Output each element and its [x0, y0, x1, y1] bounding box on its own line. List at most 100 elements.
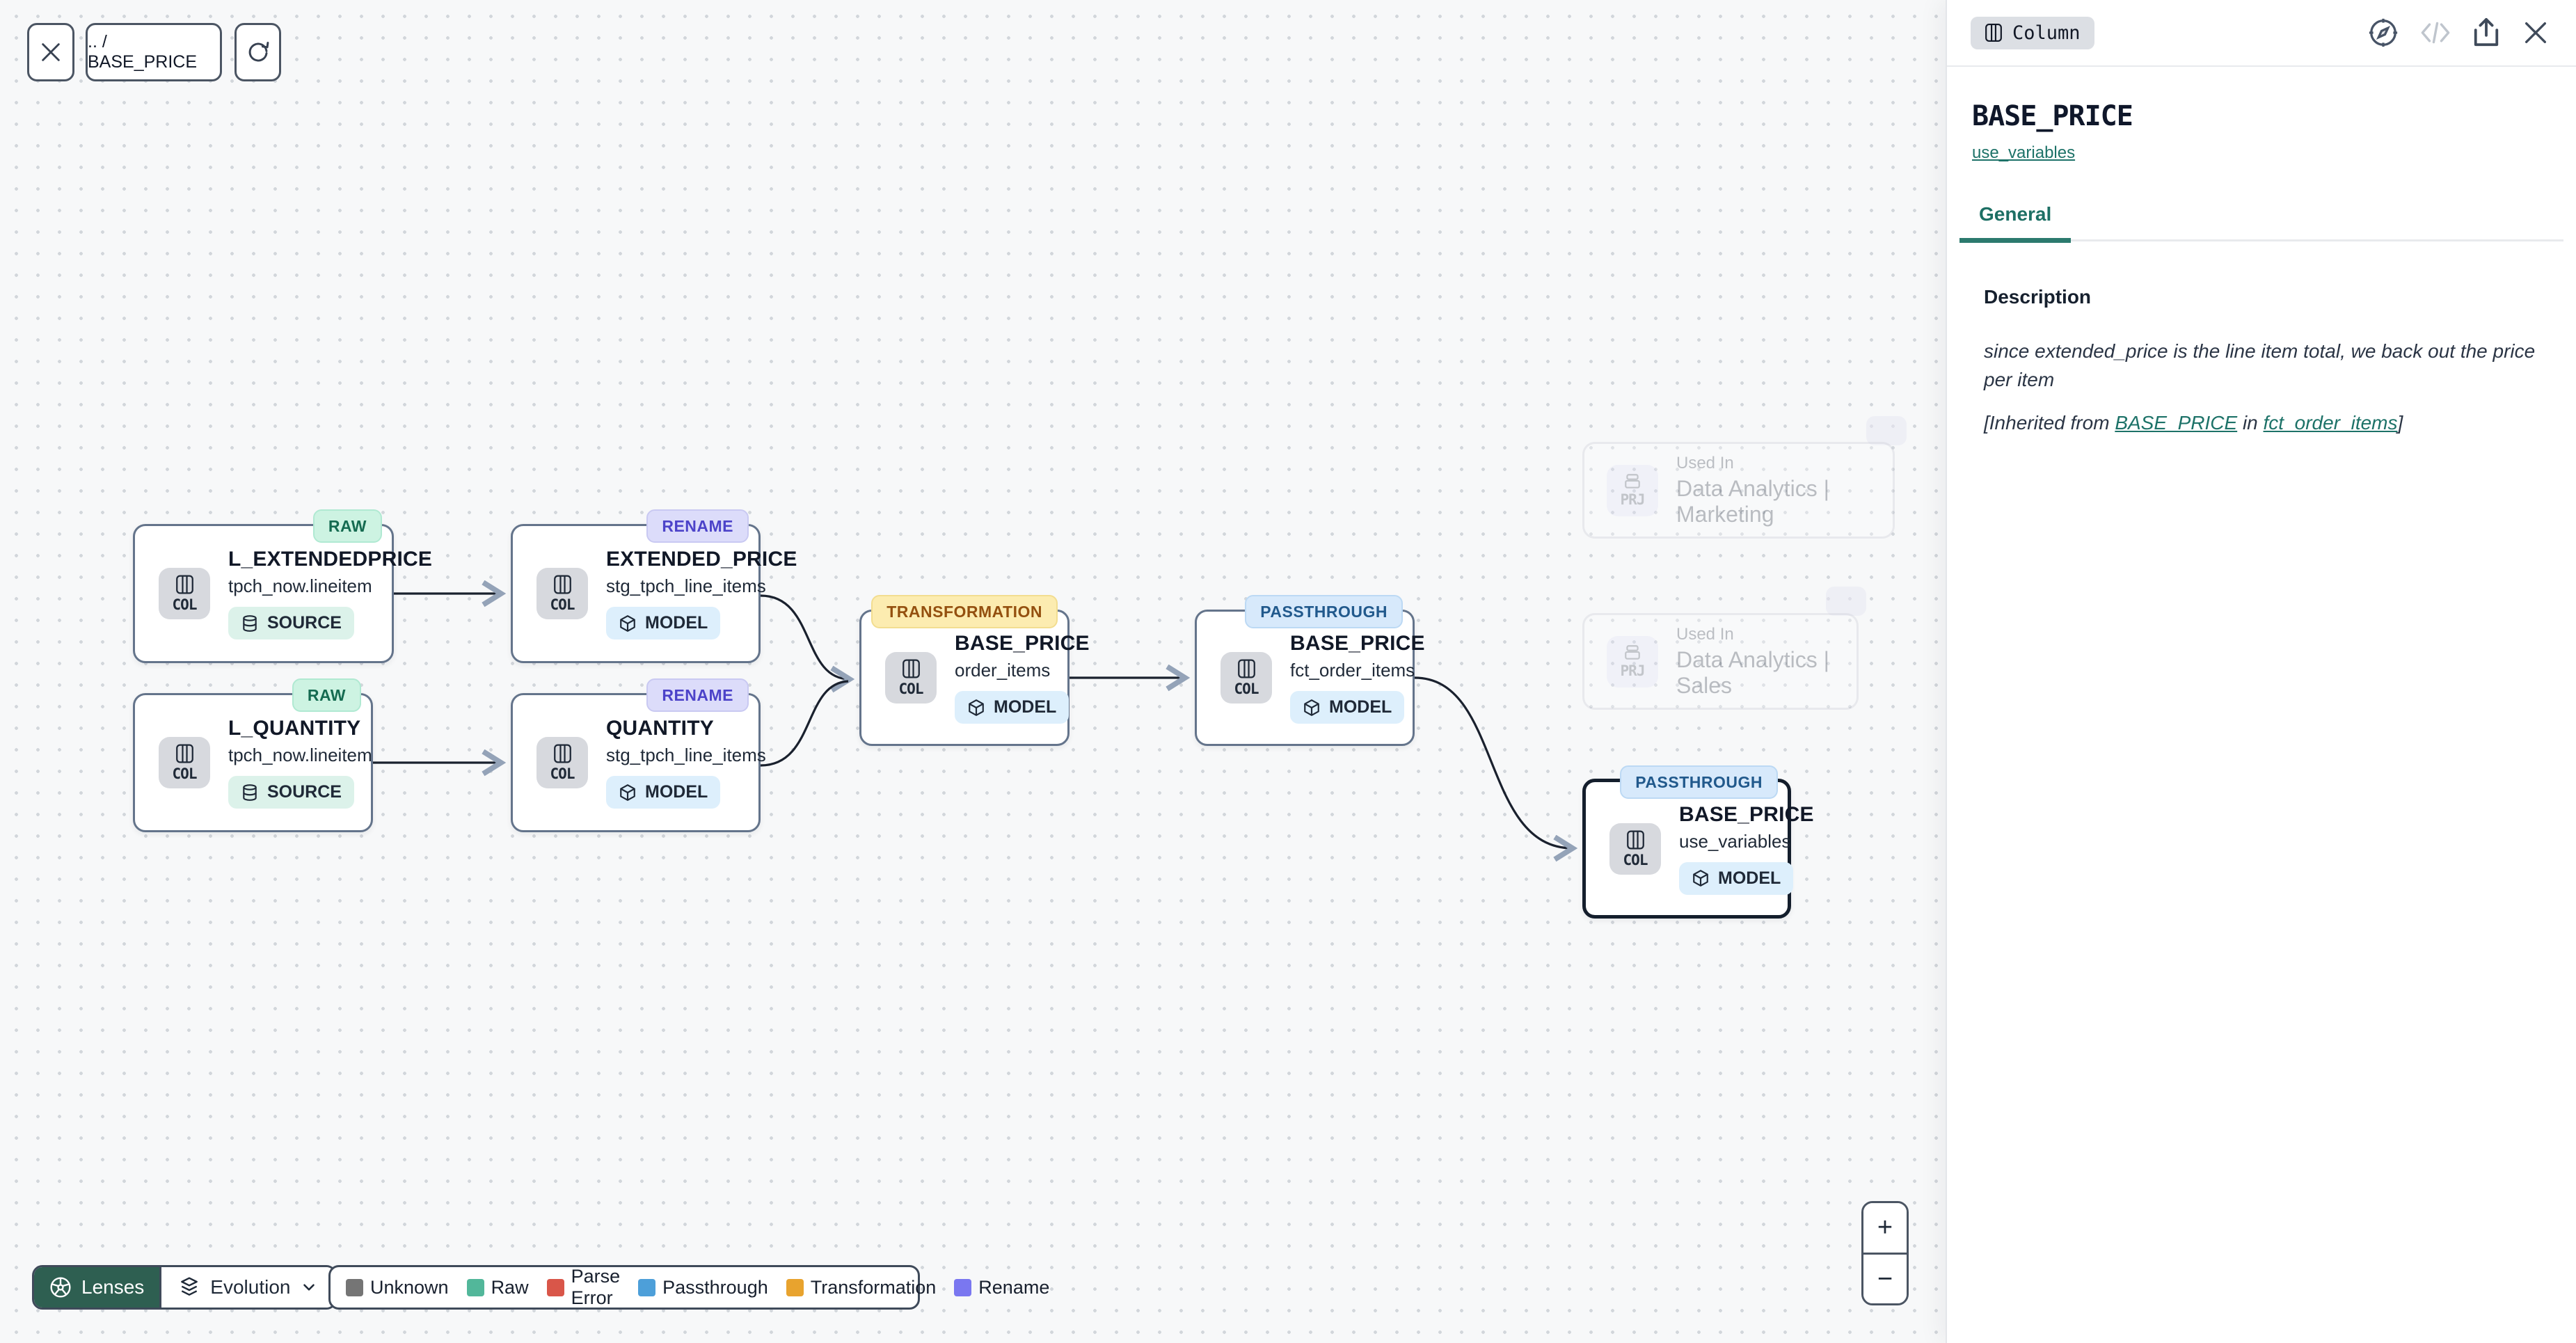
code-icon	[2421, 22, 2450, 44]
column-kind-chip: COL	[1221, 652, 1272, 704]
evolution-legend: Unknown Raw Parse Error Passthrough Tran…	[328, 1265, 1049, 1310]
cube-icon	[1693, 870, 1708, 887]
node-title: BASE_PRICE	[1679, 802, 1814, 826]
used-in-name: Data Analytics | Marketing	[1676, 475, 1829, 527]
cube-icon	[620, 614, 635, 632]
model-chip: MODEL	[1679, 861, 1794, 895]
node-extended-price[interactable]: RENAME COL EXTENDED_PRICE stg_tpch_line_…	[511, 509, 797, 663]
node-quantity[interactable]: RENAME COL QUANTITY stg_tpch_line_items …	[511, 678, 766, 832]
used-in-label: Used In	[1676, 624, 1734, 644]
close-icon	[42, 43, 60, 61]
tab-general[interactable]: General	[1959, 203, 2072, 243]
column-icon	[902, 659, 920, 678]
model-chip: MODEL	[606, 776, 721, 809]
column-icon	[175, 744, 193, 763]
lens-mode-dropdown[interactable]: Evolution	[159, 1267, 335, 1308]
share-button[interactable]	[2472, 17, 2501, 49]
legend-item-passthrough: Passthrough	[638, 1277, 768, 1298]
layers-icon	[181, 1277, 198, 1296]
inherited-column-link[interactable]: BASE_PRICE	[2115, 412, 2238, 434]
node-l-extendedprice[interactable]: RAW COL L_EXTENDEDPRICE tpch_now.lineite…	[133, 509, 432, 663]
node-title: L_EXTENDEDPRICE	[228, 548, 433, 571]
zoom-in-button[interactable]: +	[1863, 1203, 1907, 1255]
panel-header: Column	[1947, 0, 2576, 67]
legend-item-unknown: Unknown	[346, 1277, 449, 1298]
lens-aperture-icon	[50, 1277, 71, 1298]
node-title: BASE_PRICE	[1290, 632, 1425, 655]
details-panel: Column BASE_PRICE use_variables	[1946, 0, 2576, 1343]
legend-swatch	[786, 1278, 804, 1296]
zoom-out-button[interactable]: −	[1863, 1254, 1907, 1303]
node-model: stg_tpch_line_items	[606, 745, 766, 765]
node-model: use_variables	[1679, 830, 1791, 852]
faded-badge	[1866, 416, 1907, 445]
explore-lineage-button[interactable]	[2367, 17, 2399, 49]
model-chip: MODEL	[955, 691, 1070, 724]
column-kind-chip: COL	[1609, 823, 1661, 875]
node-model: fct_order_items	[1290, 660, 1415, 681]
node-title: L_QUANTITY	[228, 717, 361, 740]
evolution-badge: RAW	[312, 509, 382, 543]
legend-swatch	[546, 1278, 564, 1296]
close-icon	[2525, 22, 2546, 43]
lenses-button[interactable]: Lenses	[34, 1267, 160, 1308]
chevron-down-icon	[303, 1284, 315, 1291]
used-in-label: Used In	[1676, 453, 1734, 472]
node-model: tpch_now.lineitem	[228, 575, 372, 596]
refresh-icon	[248, 42, 269, 62]
breadcrumb-label: .. / BASE_PRICE	[88, 32, 198, 72]
column-kind-chip: COL	[536, 737, 588, 788]
node-l-quantity[interactable]: RAW COL L_QUANTITY tpch_now.lineitem SOU…	[133, 678, 373, 832]
used-in-sales[interactable]: PRJ Used In Data Analytics | Sales	[1582, 613, 1859, 710]
column-icon	[1626, 830, 1644, 849]
evolution-badge: PASSTHROUGH	[1620, 765, 1778, 799]
node-base-price-use-variables[interactable]: PASSTHROUGH COL BASE_PRICE use_variables…	[1582, 765, 1814, 919]
zoom-controls: + −	[1861, 1201, 1909, 1305]
node-model: stg_tpch_line_items	[606, 575, 766, 596]
source-chip: SOURCE	[228, 776, 354, 809]
column-kind-chip: COL	[536, 568, 588, 619]
entity-type-pill: Column	[1971, 16, 2094, 49]
model-chip: MODEL	[1290, 691, 1405, 724]
legend-item-raw: Raw	[466, 1277, 529, 1298]
refresh-button[interactable]	[234, 23, 281, 81]
node-model: tpch_now.lineitem	[228, 745, 372, 765]
legend-swatch	[346, 1278, 363, 1296]
column-kind-chip: COL	[159, 568, 210, 619]
column-kind-chip: COL	[885, 652, 937, 704]
node-title: QUANTITY	[606, 717, 714, 740]
used-in-marketing[interactable]: PRJ Used In Data Analytics | Marketing	[1582, 442, 1895, 539]
cube-icon	[969, 699, 984, 716]
used-in-name: Data Analytics | Sales	[1676, 646, 1829, 698]
description-label: Description	[1984, 286, 2092, 308]
close-lineage-button[interactable]	[27, 23, 74, 81]
column-icon	[1237, 659, 1255, 678]
database-icon	[243, 614, 257, 632]
breadcrumb[interactable]: .. / BASE_PRICE	[86, 23, 222, 81]
node-model: order_items	[955, 660, 1051, 681]
inherited-model-link[interactable]: fct_order_items	[2263, 412, 2398, 434]
lineage-canvas[interactable]: .. / BASE_PRICE RAW COL L_EXTENDEDPRICE …	[0, 0, 1946, 1343]
legend-swatch	[466, 1278, 484, 1296]
model-link[interactable]: use_variables	[1972, 143, 2076, 162]
cube-icon	[620, 784, 635, 801]
node-base-price-fct-order-items[interactable]: PASSTHROUGH COL BASE_PRICE fct_order_ite…	[1195, 595, 1425, 746]
panel-title: BASE_PRICE	[1972, 100, 2133, 132]
evolution-badge: PASSTHROUGH	[1245, 595, 1403, 628]
project-icon	[1625, 473, 1640, 488]
evolution-badge: TRANSFORMATION	[871, 595, 1058, 628]
close-panel-button[interactable]	[2522, 19, 2550, 47]
column-icon	[175, 575, 193, 594]
evolution-badge: RENAME	[646, 678, 749, 712]
project-icon	[1625, 644, 1640, 660]
cube-icon	[1304, 699, 1319, 716]
panel-tabs: General	[1959, 203, 2563, 243]
legend-swatch	[638, 1278, 656, 1296]
evolution-badge: RAW	[292, 678, 361, 712]
node-title: BASE_PRICE	[955, 632, 1090, 655]
view-code-button[interactable]	[2420, 19, 2451, 47]
description-text: since extended_price is the line item to…	[1984, 340, 2536, 390]
node-base-price-order-items[interactable]: TRANSFORMATION COL BASE_PRICE order_item…	[859, 595, 1090, 746]
faded-badge	[1826, 587, 1866, 616]
description-section: Description since extended_price is the …	[1972, 286, 2551, 434]
